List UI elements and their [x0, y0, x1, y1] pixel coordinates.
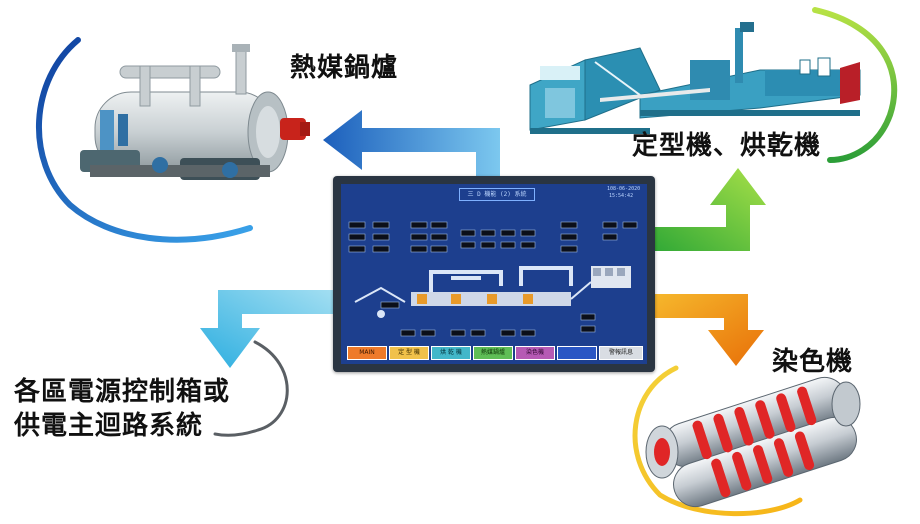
- hmi-button-main[interactable]: MAIN: [347, 346, 387, 360]
- hmi-button-stenter[interactable]: 定 型 機: [389, 346, 429, 360]
- hmi-panel: 三 D 機能 (2) 系統 108-06-2020 15:54:42: [333, 176, 655, 372]
- gray-swoosh: [213, 340, 289, 437]
- arrow-to-power: [200, 290, 336, 368]
- hmi-button-bar: MAIN 定 型 機 烘 乾 機 熱媒鍋爐 染色機 警報訊息: [347, 346, 643, 360]
- stenter-machine-image: [529, 22, 861, 134]
- label-power-line2: 供電主迴路系統: [14, 411, 204, 441]
- label-stenter: 定型機、烘乾機: [632, 131, 822, 161]
- hmi-button-blank[interactable]: [557, 346, 597, 360]
- hmi-button-boiler[interactable]: 熱媒鍋爐: [473, 346, 513, 360]
- hmi-date: 108-06-2020: [607, 186, 641, 192]
- label-dyeing: 染色機: [772, 347, 854, 377]
- yellow-swoosh: [632, 365, 803, 517]
- hmi-button-dryer[interactable]: 烘 乾 機: [431, 346, 471, 360]
- arrow-to-stenter: [650, 168, 766, 251]
- hmi-title: 三 D 機能 (2) 系統: [459, 188, 535, 201]
- label-power-line1: 各區電源控制箱或: [14, 377, 231, 407]
- hmi-graphics: [348, 221, 638, 337]
- dyeing-machine-image: [645, 376, 861, 508]
- hmi-button-alarm[interactable]: 警報訊息: [599, 346, 643, 360]
- arrow-to-boiler: [323, 110, 500, 180]
- boiler-image: [80, 44, 310, 180]
- arrow-to-dyeing: [650, 294, 764, 366]
- hmi-time: 15:54:42: [609, 193, 634, 199]
- blue-swoosh: [35, 37, 253, 243]
- label-boiler: 熱媒鍋爐: [290, 53, 399, 83]
- hmi-button-dyeing[interactable]: 染色機: [515, 346, 555, 360]
- hmi-screen: 三 D 機能 (2) 系統 108-06-2020 15:54:42: [341, 184, 647, 364]
- green-swoosh: [812, 7, 898, 163]
